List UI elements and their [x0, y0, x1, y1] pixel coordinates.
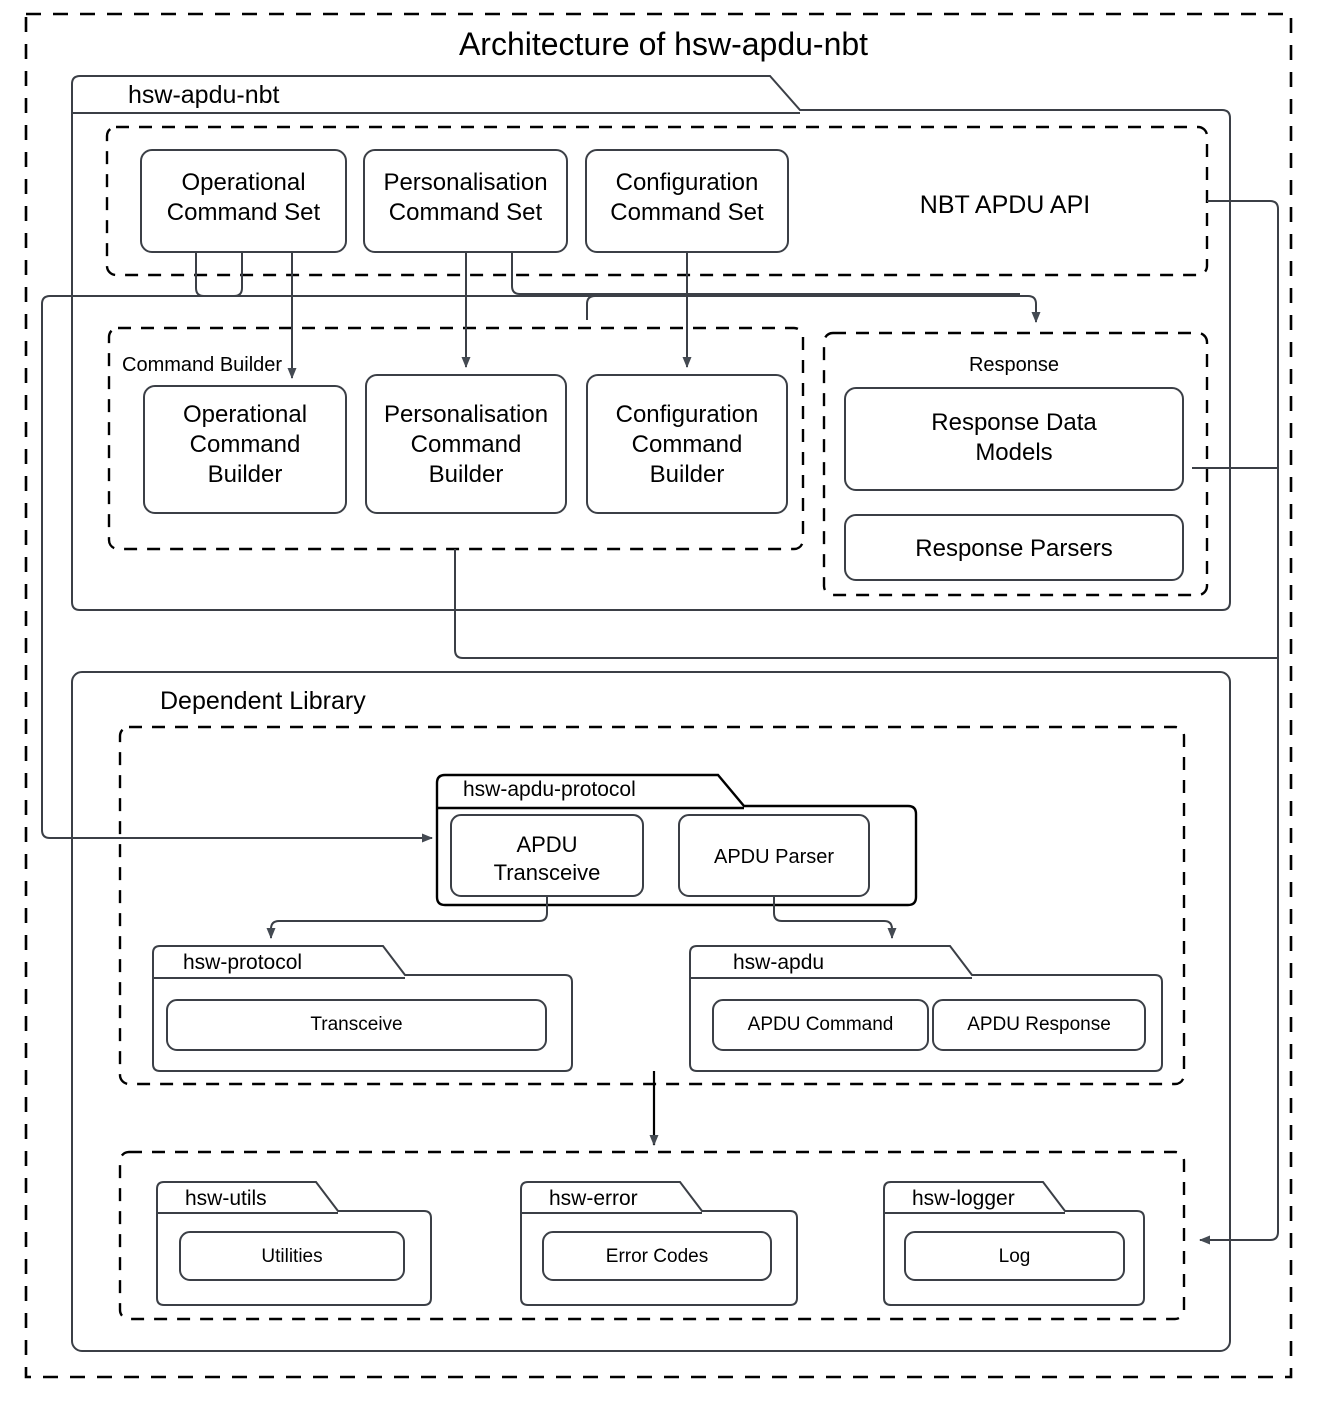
box-utilities[interactable] — [179, 1231, 405, 1281]
container-dependent-library — [71, 671, 1231, 1352]
package-label-hsw-apdu-nbt: hsw-apdu-nbt — [128, 81, 280, 109]
page-title: Architecture of hsw-apdu-nbt — [458, 26, 869, 62]
label-personalisation-command-set: Personalisation Command Set — [383, 169, 548, 226]
box-apdu-response[interactable] — [932, 999, 1146, 1051]
label-configuration-command-set: Configuration Command Set — [610, 169, 764, 226]
label-utilities: Utilities — [261, 1246, 323, 1267]
package-hsw-apdu-frame — [689, 945, 1163, 1072]
box-apdu-command[interactable] — [712, 999, 929, 1051]
package-hsw-protocol-frame — [152, 945, 573, 1072]
group-label-command-builder: Command Builder — [122, 354, 283, 376]
package-hsw-logger-frame — [883, 1181, 1145, 1306]
box-personalisation-command-builder[interactable] — [365, 374, 567, 514]
label-error-codes: Error Codes — [605, 1246, 709, 1267]
connector-commandset-to-apdu-transceive — [41, 252, 433, 843]
package-hsw-error-frame — [520, 1181, 798, 1306]
outer-dashed-boundary — [24, 12, 1293, 1379]
group-label-nbt-apdu-api: NBT APDU API — [919, 191, 1091, 219]
group-dependent-protocol-layer — [118, 725, 1186, 1086]
connector-commandsets-to-response — [195, 252, 1041, 323]
label-configuration-command-builder: Configuration Command Builder — [615, 401, 759, 488]
package-hsw-utils-frame — [156, 1181, 432, 1306]
package-label-hsw-protocol: hsw-protocol — [183, 951, 303, 974]
label-personalisation-command-builder: Personalisation Command Builder — [383, 401, 549, 488]
package-label-hsw-apdu: hsw-apdu — [733, 951, 825, 974]
connector-api-to-logger — [1199, 200, 1279, 1245]
box-operational-command-set[interactable] — [140, 149, 347, 253]
box-transceive[interactable] — [166, 999, 547, 1051]
box-operational-command-builder[interactable] — [143, 385, 347, 514]
connector-persset-stub — [511, 252, 1020, 295]
package-hsw-apdu-protocol-frame — [435, 773, 918, 907]
connector-confset-stub — [586, 295, 603, 320]
label-response-parsers: Response Parsers — [915, 535, 1113, 562]
package-label-hsw-utils: hsw-utils — [185, 1187, 267, 1210]
label-log: Log — [998, 1246, 1031, 1267]
label-apdu-transceive: APDU Transceive — [493, 832, 601, 885]
box-configuration-command-builder[interactable] — [586, 374, 788, 514]
package-label-hsw-error: hsw-error — [549, 1187, 638, 1210]
connector-transceive-to-hsw-protocol — [266, 896, 548, 939]
label-apdu-command: APDU Command — [747, 1014, 894, 1035]
box-error-codes[interactable] — [542, 1231, 772, 1281]
group-label-response: Response — [968, 354, 1060, 376]
label-operational-command-builder: Operational Command Builder — [182, 401, 308, 488]
connector-parser-to-hsw-apdu — [773, 896, 897, 939]
box-response-data-models[interactable] — [844, 387, 1184, 491]
label-response-data-models: Response Data Models — [931, 409, 1097, 466]
connector-builder-to-dependent-library — [454, 549, 1278, 659]
box-response-parsers[interactable] — [844, 514, 1184, 581]
label-operational-command-set: Operational Command Set — [166, 169, 321, 226]
label-apdu-parser: APDU Parser — [713, 846, 835, 868]
container-label-dependent-library: Dependent Library — [160, 687, 366, 715]
box-log[interactable] — [904, 1231, 1125, 1281]
package-hsw-apdu-nbt-frame — [71, 75, 1231, 611]
group-response — [822, 331, 1209, 597]
group-base-libraries — [118, 1150, 1186, 1321]
label-apdu-response: APDU Response — [967, 1014, 1111, 1035]
label-transceive: Transceive — [310, 1014, 403, 1035]
package-label-hsw-apdu-protocol: hsw-apdu-protocol — [463, 778, 636, 801]
package-label-hsw-logger: hsw-logger — [912, 1187, 1015, 1210]
